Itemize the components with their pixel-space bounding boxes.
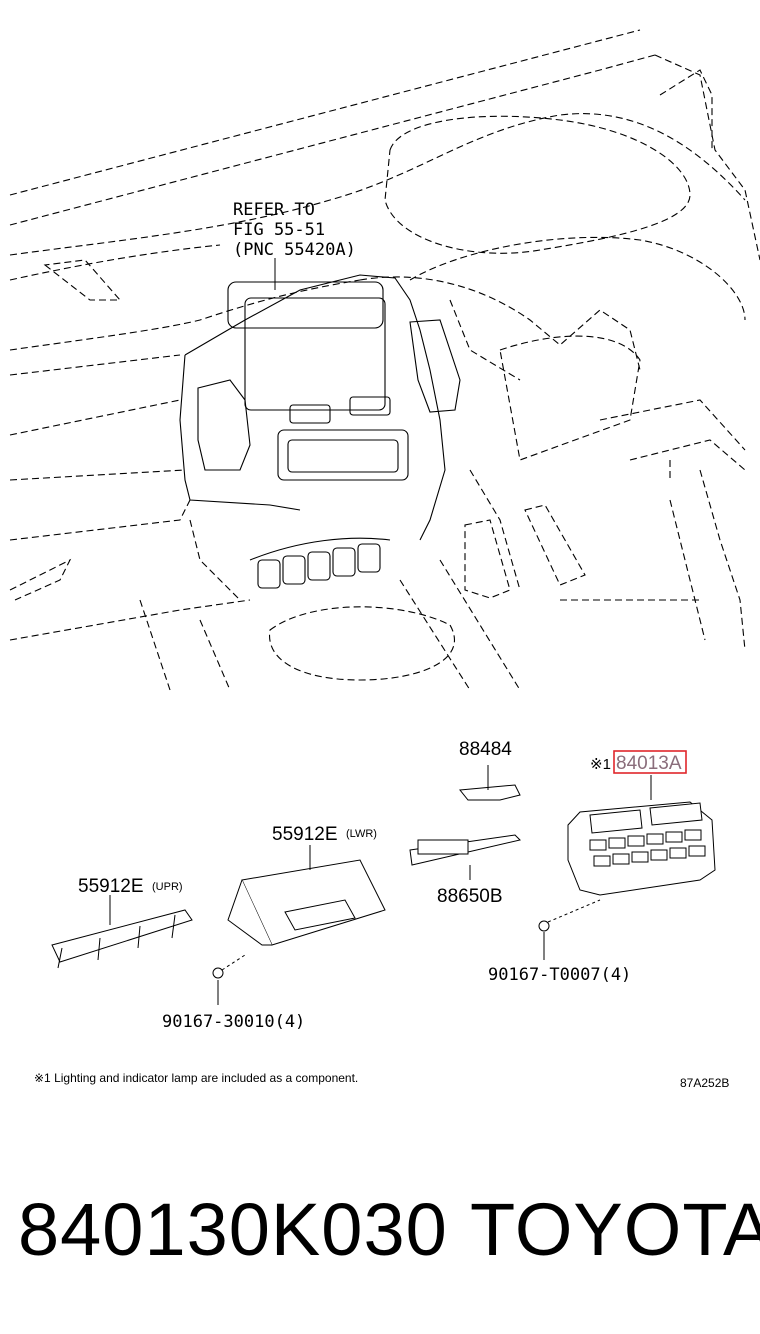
label-90167-30010: 90167-30010(4) [162, 1012, 305, 1032]
label-55912E-upr-suffix: (UPR) [152, 881, 183, 893]
label-55912E-lwr: 55912E [272, 824, 338, 845]
highlight-box [613, 750, 687, 774]
label-84013A: 84013A [616, 753, 682, 774]
refer-note: REFER TO FIG 55-51 (PNC 55420A) [233, 200, 356, 260]
part-88650B: 88650B [409, 834, 521, 907]
figure-code: 87A252B [680, 1076, 729, 1090]
parts-diagram: REFER TO FIG 55-51 (PNC 55420A) 88484 88… [9, 29, 760, 1090]
part-84013A: ※1 84013A [567, 750, 716, 896]
part-90167-30010: 90167-30010(4) [162, 954, 305, 1032]
footnote: ※1 Lighting and indicator lamp are inclu… [34, 1071, 358, 1085]
part-90167-T0007: 90167-T0007(4) [488, 899, 631, 985]
label-55912E-upr: 55912E [78, 876, 144, 897]
label-55912E-lwr-suffix: (LWR) [346, 828, 377, 840]
label-88484: 88484 [459, 739, 512, 760]
label-88650B: 88650B [437, 886, 503, 907]
brand-name: TOYOTA [470, 1188, 760, 1271]
part-55912E-lwr: 55912E (LWR) [227, 824, 386, 946]
part-55912E-upr: 55912E (UPR) [51, 876, 193, 969]
dashboard-illustration [9, 29, 760, 691]
refer-line-2: FIG 55-51 [233, 220, 325, 240]
refer-line-1: REFER TO [233, 200, 315, 220]
label-90167-T0007: 90167-T0007(4) [488, 965, 631, 985]
control-buttons [589, 829, 706, 867]
label-84013A-prefix: ※1 [590, 756, 611, 773]
refer-line-3: (PNC 55420A) [233, 240, 356, 260]
part-88484: 88484 [459, 739, 521, 801]
part-number: 840130K030 [18, 1188, 448, 1271]
footer: 840130K030 TOYOTA [0, 1185, 760, 1305]
